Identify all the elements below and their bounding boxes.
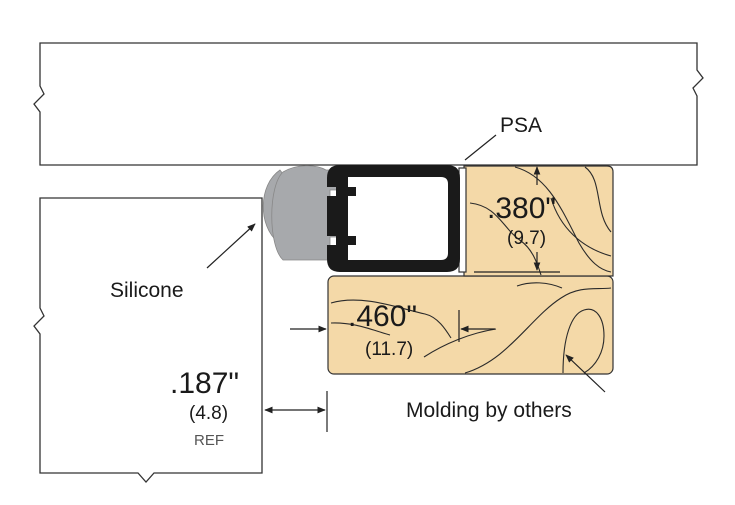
gap-dim-in: .187" bbox=[170, 367, 239, 400]
carrier-frame bbox=[327, 165, 460, 272]
width-dim-mm: (11.7) bbox=[365, 339, 413, 360]
psa-leader bbox=[464, 134, 497, 161]
psa-label: PSA bbox=[500, 114, 542, 137]
silicone-label: Silicone bbox=[110, 279, 184, 302]
molding-upper bbox=[463, 165, 614, 277]
molding-label: Molding by others bbox=[406, 399, 572, 422]
height-dim-mm: (9.7) bbox=[507, 228, 546, 249]
head-frame bbox=[33, 42, 704, 166]
door-panel bbox=[33, 197, 263, 483]
gap-dim-mm: (4.8) bbox=[189, 403, 228, 424]
gap-ref: REF bbox=[194, 432, 224, 449]
silicone-body bbox=[271, 165, 347, 261]
width-dim-in: .460" bbox=[348, 300, 417, 333]
molding-leader bbox=[565, 354, 606, 393]
psa-strip bbox=[458, 167, 467, 273]
silicone-leader bbox=[206, 223, 256, 269]
height-dim-in: .380" bbox=[487, 192, 556, 225]
wood-grain bbox=[330, 166, 612, 374]
